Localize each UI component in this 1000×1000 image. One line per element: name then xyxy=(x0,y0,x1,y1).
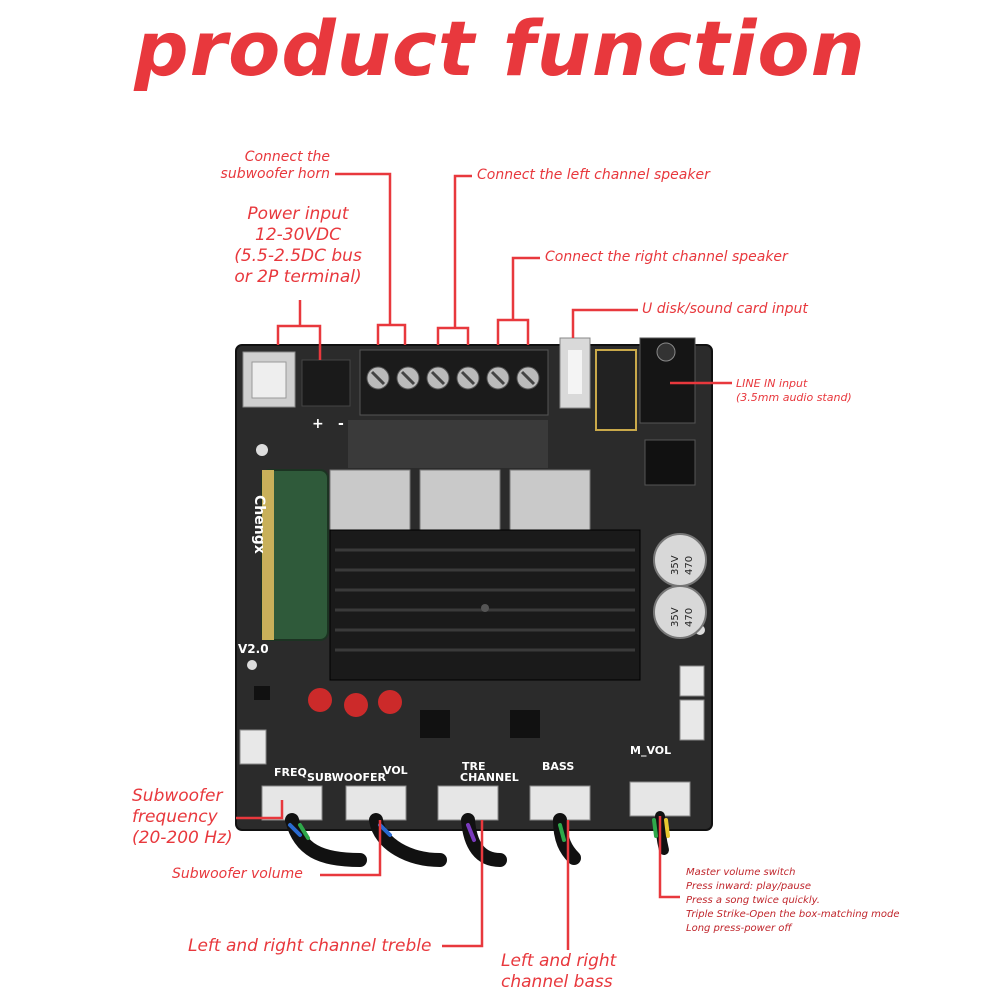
callout-bass-line2: channel bass xyxy=(501,972,613,992)
small-components xyxy=(239,665,705,765)
callout-power-input-line1: Power input xyxy=(247,204,349,224)
callout-subwoofer-horn-line2: subwoofer horn xyxy=(220,166,330,182)
callout-master-volume-line2: Press inward: play/pause xyxy=(686,881,812,892)
callout-usb-input: U disk/sound card input xyxy=(642,301,808,317)
label-channel: CHANNEL xyxy=(460,771,519,784)
cap-brand-text: Chengx xyxy=(251,495,267,554)
callout-bass: Left and right channel bass xyxy=(501,951,616,993)
callout-line-in-line2: (3.5mm audio stand) xyxy=(736,391,852,404)
callout-master-volume-line3: Press a song twice quickly. xyxy=(686,895,820,906)
callout-sub-volume: Subwoofer volume xyxy=(172,866,303,882)
callout-line-in-line1: LINE IN input xyxy=(736,377,808,390)
callout-bass-line1: Left and right xyxy=(501,951,617,971)
cap-value-1: 470 xyxy=(684,556,695,575)
label-m-vol: M_VOL xyxy=(630,744,671,757)
callout-sub-frequency: Subwoofer frequency (20-200 Hz) xyxy=(132,786,233,849)
label-subwoofer: SUBWOOFER xyxy=(307,771,387,784)
label-vol: VOL xyxy=(383,764,408,777)
cap-voltage-1: 35V xyxy=(670,555,681,575)
callout-right-speaker: Connect the right channel speaker xyxy=(545,249,788,265)
callout-power-input: Power input 12-30VDC (5.5-2.5DC bus or 2… xyxy=(208,204,388,288)
cable-bundles xyxy=(285,811,670,867)
label-freq: FREQ xyxy=(274,766,307,779)
callout-sub-frequency-line3: (20-200 Hz) xyxy=(132,828,233,848)
power-jack: + - xyxy=(242,351,351,432)
cap-voltage-2: 35V xyxy=(670,607,681,627)
heatsink xyxy=(329,529,641,681)
callout-sub-frequency-line1: Subwoofer xyxy=(132,786,223,806)
callout-left-speaker: Connect the left channel speaker xyxy=(477,167,710,183)
label-bass: BASS xyxy=(542,760,574,773)
callout-master-volume: Master volume switch Press inward: play/… xyxy=(686,866,900,936)
callout-power-input-line2: 12-30VDC xyxy=(255,225,341,245)
usb-port xyxy=(559,337,591,409)
board-version: V2.0 xyxy=(238,642,269,656)
callout-treble: Left and right channel treble xyxy=(188,936,432,956)
control-labels: FREQ SUBWOOFER VOL TRE CHANNEL BASS M_VO… xyxy=(274,744,671,784)
callout-master-volume-line4: Triple Strike-Open the box-matching mode xyxy=(686,909,900,920)
callout-master-volume-line1: Master volume switch xyxy=(686,867,796,878)
main-capacitor: Chengx V2.0 xyxy=(238,469,329,656)
callout-power-input-line3: (5.5-2.5DC bus xyxy=(234,246,362,266)
page-title: product function xyxy=(134,4,866,93)
callout-subwoofer-horn: Connect the subwoofer horn xyxy=(190,149,330,183)
bluetooth-antenna xyxy=(595,349,637,431)
speaker-terminals xyxy=(359,349,549,416)
label-tre: TRE xyxy=(462,760,486,773)
plus-sign: + xyxy=(312,416,324,432)
cap-value-2: 470 xyxy=(684,608,695,627)
callout-line-in: LINE IN input (3.5mm audio stand) xyxy=(736,377,852,405)
line-in-jack xyxy=(639,337,696,424)
callout-lines xyxy=(236,172,732,950)
callout-subwoofer-horn-line1: Connect the xyxy=(244,149,330,165)
dsp-chip xyxy=(644,439,696,486)
callout-sub-frequency-line2: frequency xyxy=(132,807,218,827)
callout-power-input-line4: or 2P terminal) xyxy=(234,267,362,287)
filter-capacitors: 470 35V 470 35V xyxy=(653,533,707,639)
callout-master-volume-line5: Long press-power off xyxy=(686,923,792,934)
minus-sign: - xyxy=(338,416,344,432)
